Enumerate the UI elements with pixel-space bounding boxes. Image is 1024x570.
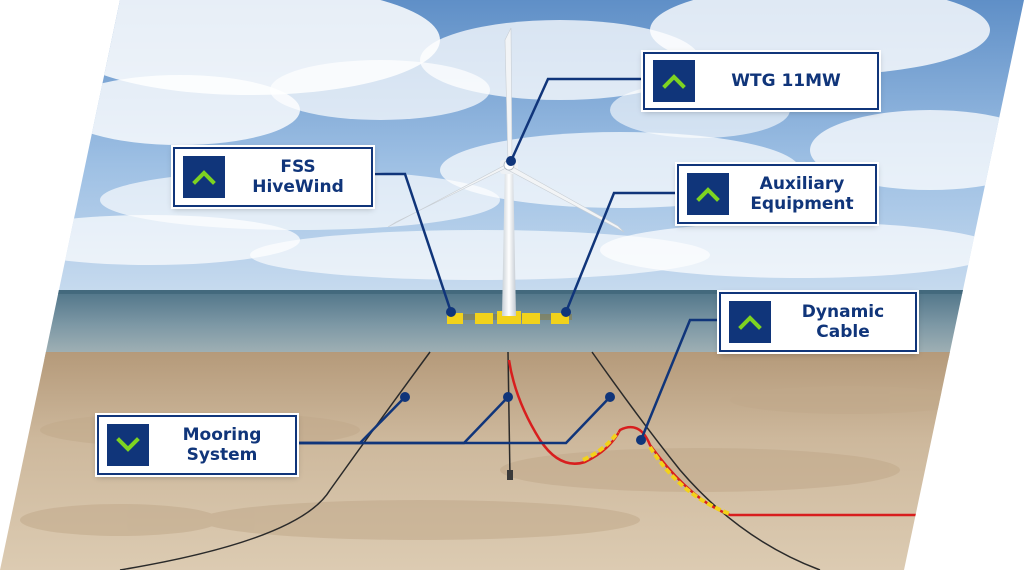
chevron-up-icon[interactable] (729, 301, 771, 343)
chevron-up-icon[interactable] (653, 60, 695, 102)
callout-aux-line1: Auxiliary (759, 174, 845, 194)
turbine-tower (502, 160, 516, 316)
mooring-lines (119, 351, 821, 570)
callout-aux-line2: Equipment (750, 194, 854, 214)
callout-auxiliary[interactable]: Auxiliary Equipment (677, 164, 877, 224)
callout-moor-line1: Mooring (182, 425, 262, 445)
anchor (507, 470, 513, 480)
callout-fss-line1: FSS (280, 157, 316, 177)
callout-dyn-line2: Cable (816, 322, 870, 342)
callout-moor-line2: System (186, 445, 258, 465)
callout-mooring-system-label: Mooring System (149, 425, 295, 465)
callout-dyn-line1: Dynamic (801, 302, 885, 322)
callout-wtg-line1: WTG 11MW (731, 71, 841, 91)
connector-dots (400, 156, 646, 445)
callout-mooring-system[interactable]: Mooring System (97, 415, 297, 475)
chevron-up-icon[interactable] (687, 173, 729, 215)
callout-fss[interactable]: FSS HiveWind (173, 147, 373, 207)
cable-buoyancy-modules (582, 430, 731, 516)
callout-connectors (297, 77, 719, 445)
callout-auxiliary-label: Auxiliary Equipment (729, 174, 875, 214)
callout-wtg[interactable]: WTG 11MW (643, 52, 879, 110)
chevron-down-icon[interactable] (107, 424, 149, 466)
chevron-up-icon[interactable] (183, 156, 225, 198)
callout-fss-label: FSS HiveWind (225, 157, 371, 197)
callout-wtg-label: WTG 11MW (695, 71, 877, 91)
callout-dynamic-cable-label: Dynamic Cable (771, 302, 915, 342)
callout-fss-line2: HiveWind (252, 177, 344, 197)
callout-dynamic-cable[interactable]: Dynamic Cable (719, 292, 917, 352)
